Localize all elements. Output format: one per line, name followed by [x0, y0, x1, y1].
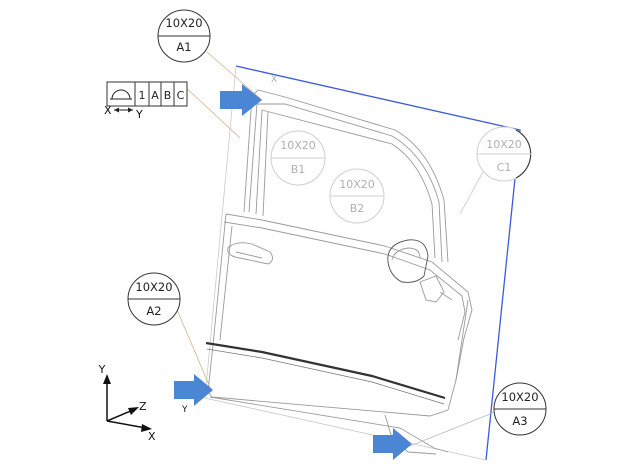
triad-y-label: Y: [98, 363, 106, 376]
fcf-axis-y: Y: [135, 108, 143, 121]
direction-label-y: Y: [181, 405, 188, 415]
target-c1-size: 10X20: [486, 138, 522, 151]
target-b2-id: B2: [350, 202, 365, 215]
target-b2-size: 10X20: [339, 178, 375, 191]
profile-of-surface-icon: [110, 89, 132, 100]
target-a1-id: A1: [176, 40, 191, 54]
datum-target-b1: 10X20 B1: [270, 130, 326, 186]
car-door-drawing: [205, 89, 473, 455]
fcf-datum-b: B: [164, 89, 172, 102]
target-b1-size: 10X20: [280, 139, 316, 152]
fcf-datum-c: C: [177, 89, 185, 102]
datum-arrow-a2: [174, 374, 213, 406]
datum-target-a2: 10X20 A2: [127, 272, 181, 326]
datum-target-c1: 10X20 C1: [476, 126, 532, 182]
triad-z-label: Z: [139, 400, 147, 413]
coordinate-triad: Y Z X: [98, 363, 156, 443]
feature-control-frame: 1 A B C X Y: [104, 81, 188, 121]
target-a3-size: 10X20: [501, 390, 538, 404]
target-a3-id: A3: [512, 414, 527, 428]
datum-target-a3: 10X20 A3: [493, 382, 547, 436]
leader-lines: [171, 51, 501, 447]
target-a2-id: A2: [146, 304, 161, 318]
target-b1-id: B1: [291, 163, 306, 176]
direction-label-x: X: [271, 75, 277, 85]
fcf-datum-1: 1: [139, 89, 146, 102]
target-c1-id: C1: [497, 161, 512, 174]
target-a1-size: 10X20: [165, 16, 202, 30]
fcf-axis-x: X: [104, 104, 112, 117]
triad-x-label: X: [148, 430, 156, 443]
datum-arrow-a3: [373, 428, 412, 460]
datum-target-b2: 10X20 B2: [329, 168, 385, 224]
datum-arrow-a1: [220, 84, 262, 116]
fcf-datum-a: A: [151, 89, 159, 102]
datum-target-a1: 10X20 A1: [157, 9, 211, 63]
target-a2-size: 10X20: [135, 280, 172, 294]
